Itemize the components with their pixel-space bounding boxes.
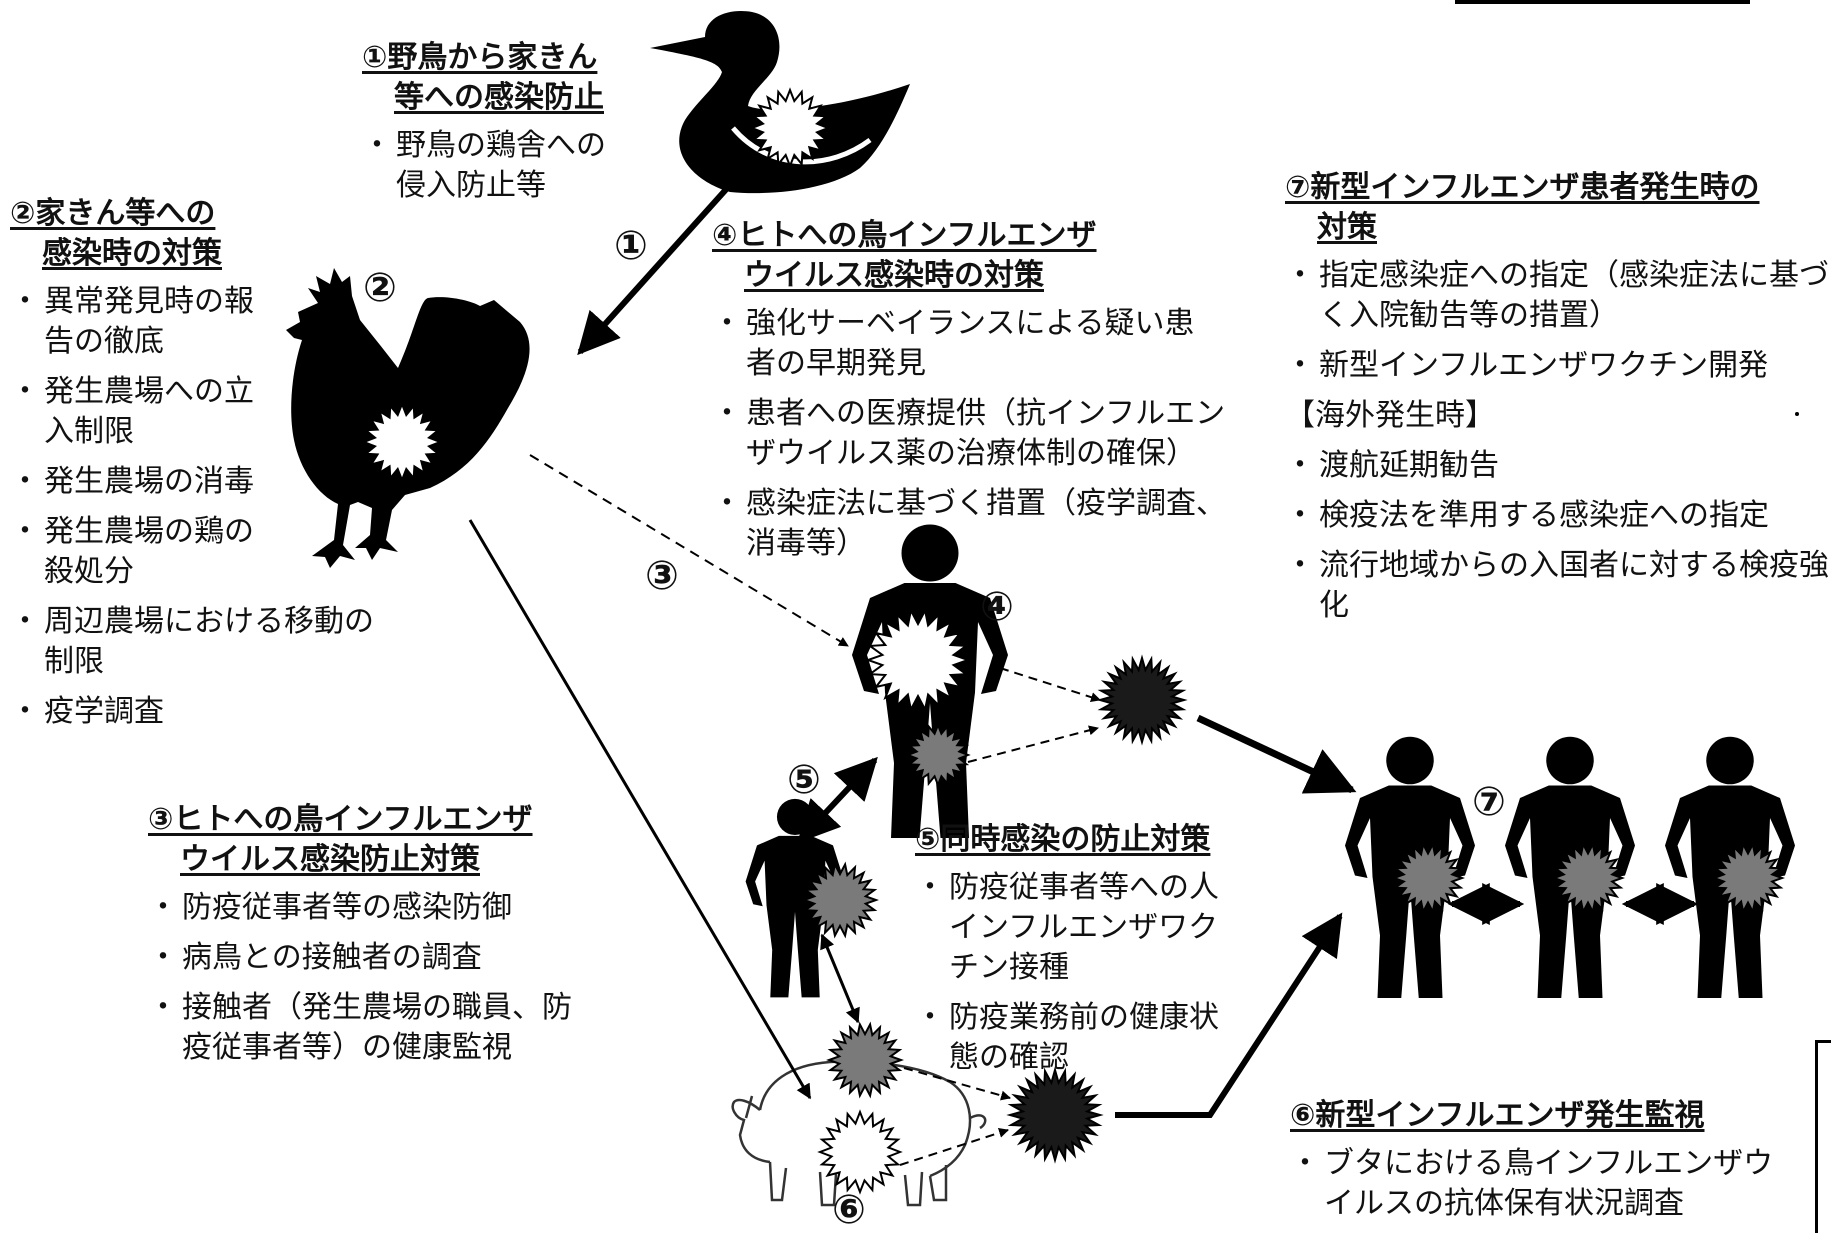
arrow-rooster-to-pig xyxy=(468,519,812,1100)
step-3-list: 防疫従事者等の感染防御 病鳥との接触者の調査 接触者（発生農場の職員、防疫従事者… xyxy=(148,888,578,1068)
list-item: 周辺農場における移動の制限 xyxy=(10,602,394,682)
overseas-subheading: 【海外発生時】 xyxy=(1285,398,1495,433)
step-3-heading: ③ヒトへの鳥インフルエンザ ウイルス感染防止対策 xyxy=(148,802,533,877)
step-1-list: 野鳥の鶏舎への侵入防止等 xyxy=(362,126,632,206)
step-5-block: ⑤同時感染の防止対策 防疫従事者等への人インフルエンザワクチン接種 防疫業務前の… xyxy=(915,820,1245,1088)
arrow-rooster-to-human-dashed xyxy=(529,454,849,647)
list-item: 患者への医療提供（抗インフルエンザウイルス薬の治療体制の確保） xyxy=(712,394,1246,474)
virus-patient-b-icon xyxy=(1551,841,1625,915)
top-rule xyxy=(1455,0,1750,4)
virus-pig-flu-icon xyxy=(826,1021,904,1099)
step-5-list: 防疫従事者等への人インフルエンザワクチン接種 防疫業務前の健康状態の確認 xyxy=(915,868,1245,1078)
arrow-pigvirus-to-newvirus-dashed-bottom xyxy=(899,1128,1009,1166)
step-4-heading: ④ヒトへの鳥インフルエンザ ウイルス感染時の対策 xyxy=(712,218,1097,293)
list-item: 防疫業務前の健康状態の確認 xyxy=(915,998,1239,1078)
arrow-virus-to-patients xyxy=(1196,714,1357,794)
marker-2: ② xyxy=(363,265,397,311)
list-item: 病鳥との接触者の調査 xyxy=(148,938,578,978)
step-4-list: 強化サーベイランスによる疑い患者の早期発見 患者への医療提供（抗インフルエンザウ… xyxy=(712,304,1242,564)
list-item: 流行地域からの入国者に対する検疫強化 xyxy=(1285,546,1831,626)
step-4-block: ④ヒトへの鳥インフルエンザ ウイルス感染時の対策 強化サーベイランスによる疑い患… xyxy=(712,216,1242,574)
list-item: 疫学調査 xyxy=(10,692,394,732)
step-6-list: ブタにおける鳥インフルエンザウイルスの抗体保有状況調査 xyxy=(1290,1144,1773,1224)
edge-box xyxy=(1815,1040,1831,1233)
list-item: 強化サーベイランスによる疑い患者の早期発見 xyxy=(712,304,1216,384)
arrow-human5-pigvirus-double xyxy=(820,933,860,1024)
list-item: 接触者（発生農場の職員、防疫従事者等）の健康監視 xyxy=(148,988,582,1068)
step-7-block: ⑦新型インフルエンザ患者発生時の 対策 指定感染症への指定（感染症法に基づく入院… xyxy=(1285,168,1830,636)
marker-4: ④ xyxy=(980,584,1014,630)
step-2-heading: ②家きん等への 感染時の対策 xyxy=(10,196,222,271)
marker-7: ⑦ xyxy=(1472,779,1506,825)
arrow-human4-virus-dashed-bottom xyxy=(967,725,1099,763)
marker-3: ③ xyxy=(645,553,679,599)
step-3-block: ③ヒトへの鳥インフルエンザ ウイルス感染防止対策 防疫従事者等の感染防御 病鳥と… xyxy=(148,800,578,1078)
list-item: 検疫法を準用する感染症への指定 xyxy=(1285,496,1830,536)
virus-patient-c-icon xyxy=(1711,841,1785,915)
stray-dot xyxy=(1795,412,1799,416)
list-item: 発生農場の鶏の殺処分 xyxy=(10,512,274,592)
virus-human5-icon xyxy=(801,861,879,939)
list-item: ブタにおける鳥インフルエンザウイルスの抗体保有状況調査 xyxy=(1290,1144,1784,1224)
list-item: 渡航延期勧告 xyxy=(1285,446,1830,486)
virus-mixed-icon xyxy=(1096,654,1188,746)
list-item: 異常発見時の報告の徹底 xyxy=(10,282,274,362)
list-item: 発生農場の消毒 xyxy=(10,462,274,502)
list-item: 発生農場への立入制限 xyxy=(10,372,274,452)
list-item: 防疫従事者等への人インフルエンザワクチン接種 xyxy=(915,868,1239,988)
step-1-block: ①野鳥から家きん 等への感染防止 野鳥の鶏舎への侵入防止等 xyxy=(362,38,632,216)
virus-duck-icon xyxy=(749,87,831,169)
virus-group xyxy=(361,87,1785,1195)
step-6-heading: ⑥新型インフルエンザ発生監視 xyxy=(1290,1098,1705,1133)
marker-6: ⑥ xyxy=(832,1187,866,1233)
list-item: 指定感染症への指定（感染症法に基づく入院勧告等の措置） xyxy=(1285,256,1831,336)
virus-human4-bird-icon xyxy=(865,607,971,713)
list-item: 新型インフルエンザワクチン開発 xyxy=(1285,346,1830,386)
step-2-block: ②家きん等への 感染時の対策 異常発見時の報告の徹底 発生農場への立入制限 発生… xyxy=(10,194,395,742)
virus-pig-bird-icon xyxy=(817,1109,903,1195)
marker-1: ① xyxy=(614,223,648,269)
list-item: 感染症法に基づく措置（疫学調査、消毒等） xyxy=(712,484,1246,564)
step-5-heading: ⑤同時感染の防止対策 xyxy=(915,822,1211,857)
virus-patient-a-icon xyxy=(1391,841,1465,915)
step-2-list: 異常発見時の報告の徹底 発生農場への立入制限 発生農場の消毒 発生農場の鶏の殺処… xyxy=(10,282,395,732)
list-item: 防疫従事者等の感染防御 xyxy=(148,888,578,928)
arrow-newvirus-to-patients xyxy=(1115,912,1343,1118)
arrow-duck-to-rooster xyxy=(577,182,733,356)
arrow-human4-human5-double xyxy=(797,756,878,844)
step-7-list: 指定感染症への指定（感染症法に基づく入院勧告等の措置） 新型インフルエンザワクチ… xyxy=(1285,256,1830,626)
list-item: 野鳥の鶏舎への侵入防止等 xyxy=(362,126,606,206)
step-6-block: ⑥新型インフルエンザ発生監視 ブタにおける鳥インフルエンザウイルスの抗体保有状況… xyxy=(1290,1096,1773,1234)
virus-human4-flu-icon xyxy=(905,722,971,788)
arrow-human4-virus-dashed-top xyxy=(999,667,1101,703)
virus-rooster-icon xyxy=(361,401,443,483)
marker-5: ⑤ xyxy=(787,757,821,803)
step-7-heading: ⑦新型インフルエンザ患者発生時の 対策 xyxy=(1285,170,1760,245)
virus-new-icon xyxy=(1006,1066,1104,1164)
step-1-heading: ①野鳥から家きん 等への感染防止 xyxy=(362,40,604,115)
